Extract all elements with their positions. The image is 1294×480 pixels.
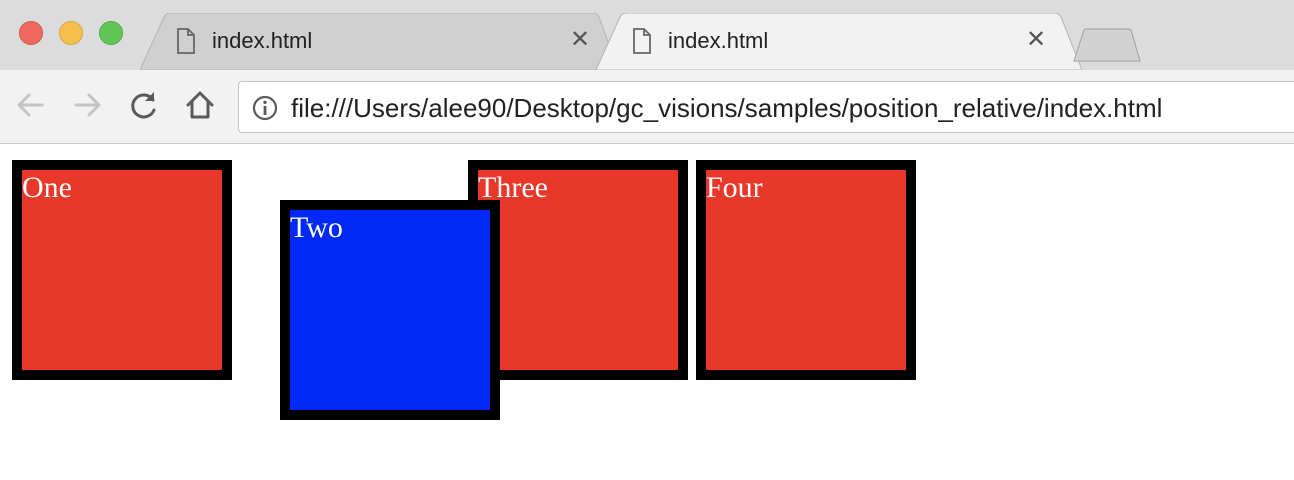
tab-index-active[interactable]: index.html ✕: [596, 13, 1082, 70]
address-bar[interactable]: file:///Users/alee90/Desktop/gc_visions/…: [238, 81, 1294, 133]
page-viewport: One Three Four Two: [0, 145, 1294, 480]
forward-arrow-icon[interactable]: [70, 88, 104, 122]
box-label: Four: [706, 171, 763, 204]
box-label: Three: [478, 171, 548, 204]
box-three: Three: [468, 160, 688, 380]
document-icon: [177, 28, 195, 54]
tab-background: [596, 13, 1082, 70]
box-one: One: [12, 160, 232, 380]
tab-strip: index.html ✕ index.html ✕: [0, 0, 1294, 70]
window-minimize-button[interactable]: [59, 21, 83, 45]
back-arrow-icon[interactable]: [14, 88, 48, 122]
new-tab-button[interactable]: [1072, 28, 1142, 62]
tab-close-icon[interactable]: ✕: [569, 25, 591, 53]
tab-background: [140, 13, 618, 70]
document-icon: [633, 28, 651, 54]
box-two: Two: [280, 200, 500, 420]
home-icon[interactable]: [183, 88, 217, 122]
tab-close-icon[interactable]: ✕: [1025, 25, 1047, 53]
reload-icon[interactable]: [127, 88, 161, 122]
box-four: Four: [696, 160, 916, 380]
browser-toolbar: file:///Users/alee90/Desktop/gc_visions/…: [0, 70, 1294, 144]
url-text[interactable]: file:///Users/alee90/Desktop/gc_visions/…: [291, 93, 1163, 123]
box-label: One: [22, 171, 72, 204]
window-close-button[interactable]: [19, 21, 43, 45]
window-maximize-button[interactable]: [99, 21, 123, 45]
tab-title: index.html: [668, 28, 769, 53]
box-label: Two: [290, 211, 343, 244]
tab-index-inactive[interactable]: index.html ✕: [140, 13, 618, 70]
tab-title: index.html: [212, 28, 313, 53]
info-icon[interactable]: [252, 95, 278, 121]
